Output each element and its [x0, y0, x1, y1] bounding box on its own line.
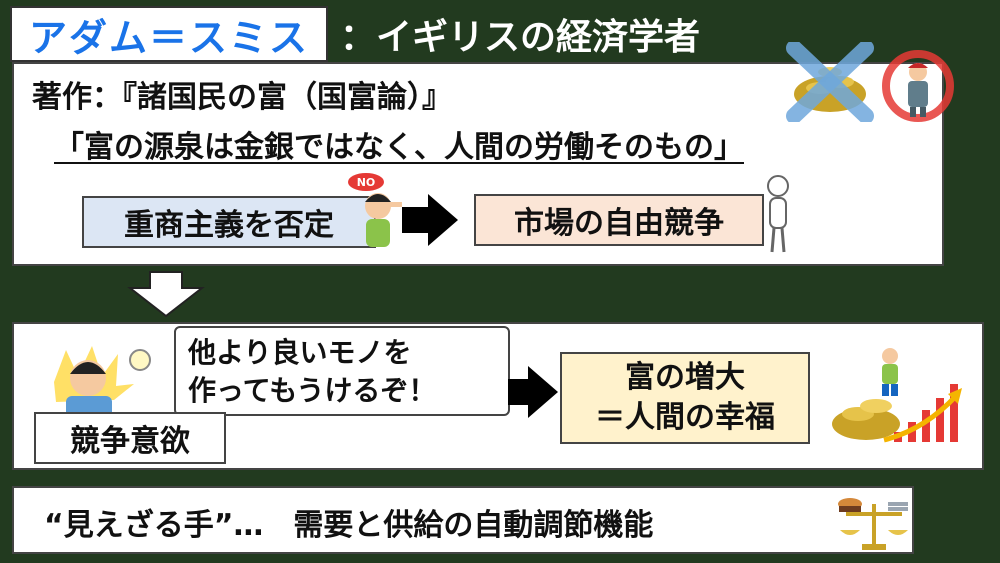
scales-icon [836, 490, 912, 552]
thinking-person-icon [44, 342, 154, 422]
panel-competition: 他より良いモノを 作ってもうけるぞ！ 競争意欲 富の増大 ＝人間の幸福 [12, 322, 984, 470]
panel-invisible-hand: “見えざる手”… 需要と供給の自動調節機能 [12, 486, 914, 554]
page-subtitle: ：イギリスの経済学者 [340, 17, 701, 58]
no-sign-icon: NO [344, 172, 404, 254]
speech-bubble: 他より良いモノを 作ってもうけるぞ！ [174, 326, 510, 416]
wealth-line-1: 富の増大 [625, 360, 745, 395]
arrow-right-icon [508, 366, 558, 418]
arrow-right-icon [402, 194, 458, 246]
panel-adam-smith-thought: 著作：『諸国民の富（国富論）』 「富の源泉は金銀ではなく、人間の労働そのもの」 … [12, 42, 954, 266]
no-badge-text: NO [357, 176, 376, 189]
speech-line-1: 他より良いモノを [188, 336, 412, 369]
invisible-hand-text: “見えざる手”… 需要と供給の自動調節機能 [44, 508, 654, 543]
arrow-down-icon [126, 270, 206, 322]
free-competition-tag: 市場の自由競争 [474, 194, 764, 246]
mercantilism-tag: 重商主義を否定 [82, 196, 376, 248]
wealth-tag: 富の増大 ＝人間の幸福 [560, 352, 810, 444]
gold-coins-icon [824, 344, 974, 454]
bank-notes-crossed-icon [784, 42, 876, 122]
competition-tag: 競争意欲 [34, 412, 226, 464]
page-title: アダム＝スミス [10, 6, 328, 62]
speech-line-2: 作ってもうけるぞ！ [188, 374, 437, 407]
lightbulb-icon [129, 349, 151, 371]
stick-figure-icon [758, 174, 798, 256]
worker-circled-icon [878, 46, 958, 126]
quote-text: 「富の源泉は金銀ではなく、人間の労働そのもの」 [54, 130, 744, 165]
wealth-line-2: ＝人間の幸福 [595, 400, 775, 435]
work-title: 著作：『諸国民の富（国富論）』 [32, 80, 452, 115]
